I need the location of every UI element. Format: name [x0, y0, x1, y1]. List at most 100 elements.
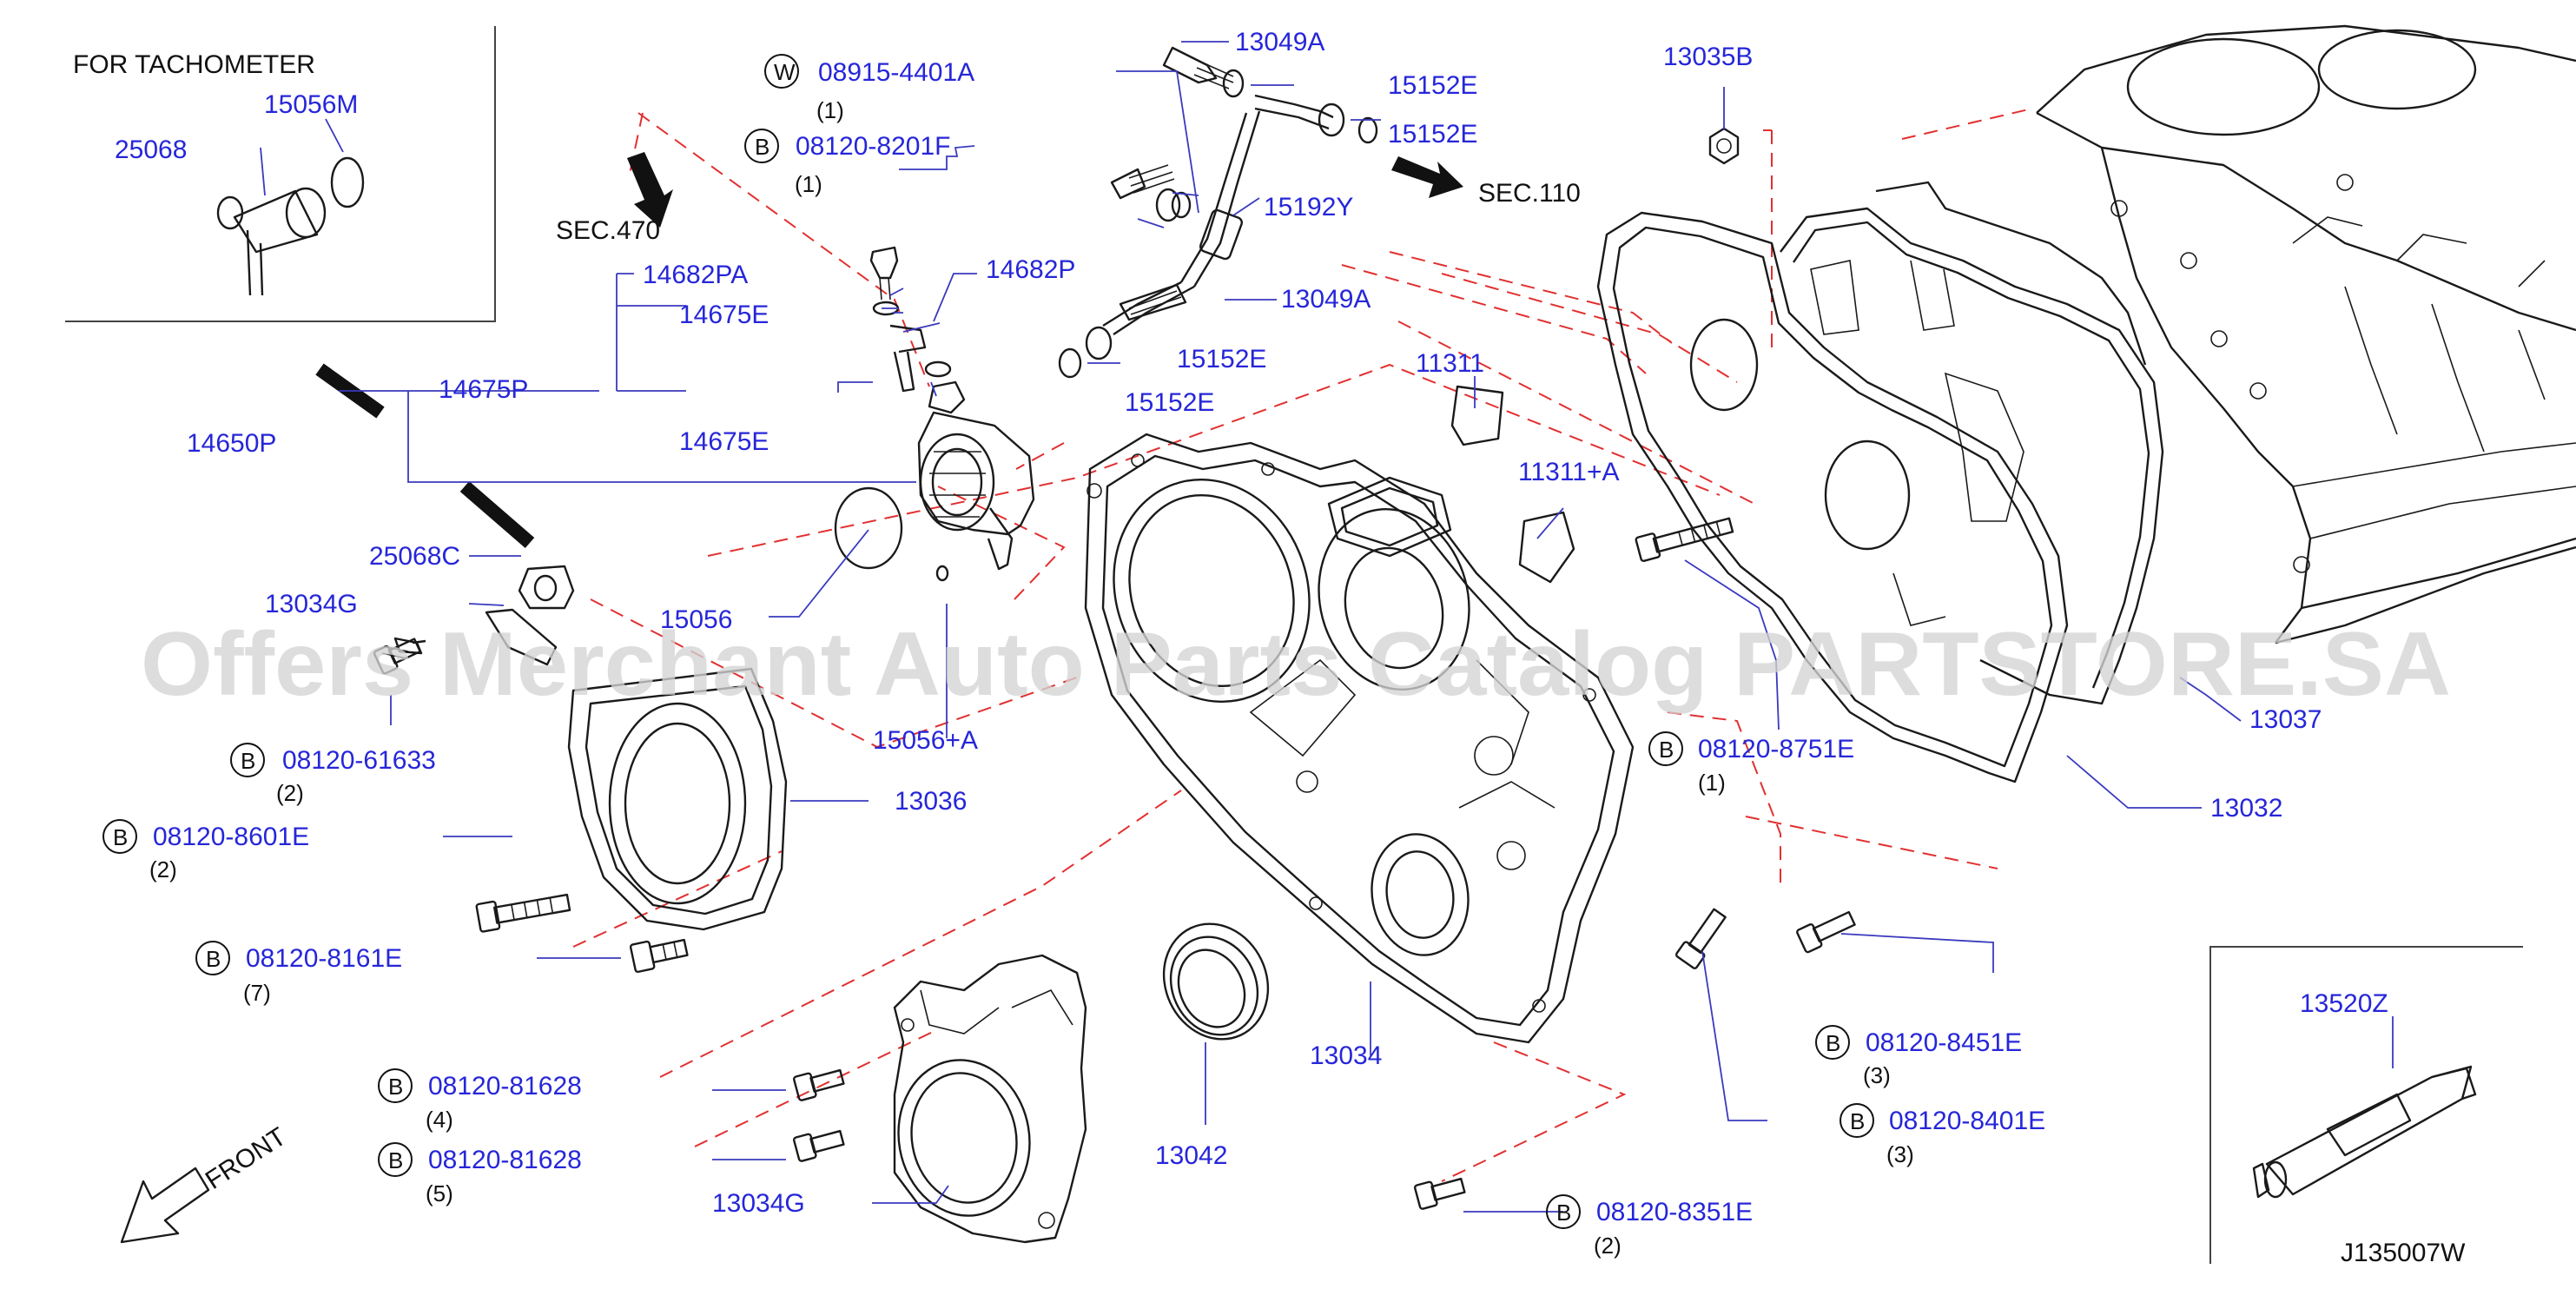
fastener-prefix: B [388, 1147, 403, 1173]
fastener-qty: (3) [1863, 1062, 1891, 1088]
label-13037[interactable]: 13037 [2249, 705, 2322, 734]
fastener-08120-61633[interactable]: B 08120-61633 (2) [230, 743, 436, 806]
fastener-08915-4401A[interactable]: W 08915-4401A (1) [764, 54, 974, 123]
leader-lines [339, 41, 2394, 1213]
part-labels: 13049A 15152E 15152E 15192Y 13049A 15152… [187, 28, 2388, 1218]
label-13034G-lower[interactable]: 13034G [712, 1189, 805, 1218]
label-13035B[interactable]: 13035B [1663, 43, 1753, 71]
fastener-qty: (1) [1698, 770, 1726, 796]
fastener-code: 08120-81628 [428, 1072, 582, 1101]
label-13049A-top[interactable]: 13049A [1235, 28, 1324, 56]
fastener-qty: (1) [816, 97, 844, 123]
front-arrow-icon [120, 1167, 210, 1244]
label-15152E-b[interactable]: 15152E [1388, 120, 1477, 149]
fastener-08120-81628-a[interactable]: B 08120-81628 (4) [378, 1068, 582, 1133]
label-13034G-upper[interactable]: 13034G [265, 590, 358, 618]
sec-470-label[interactable]: SEC.470 [556, 216, 660, 245]
label-13034[interactable]: 13034 [1310, 1041, 1382, 1070]
engine-block [2036, 24, 2576, 644]
label-14682PA[interactable]: 14682PA [643, 261, 748, 289]
lower-cover-13034g [893, 954, 1087, 1244]
label-13042[interactable]: 13042 [1155, 1141, 1227, 1170]
fastener-prefix: B [1850, 1108, 1865, 1134]
fastener-08120-8401E[interactable]: B 08120-8401E (3) [1840, 1103, 2045, 1167]
label-11311[interactable]: 11311 [1416, 349, 1484, 378]
label-13032[interactable]: 13032 [2210, 794, 2282, 823]
front-label: FRONT [201, 1122, 292, 1195]
label-14650P[interactable]: 14650P [187, 429, 276, 458]
fastener-qty: (5) [426, 1180, 453, 1206]
fastener-prefix: B [113, 824, 128, 850]
tachometer-inset: FOR TACHOMETER 25068 15056M [65, 26, 496, 322]
fastener-code: 08120-8451E [1866, 1028, 2022, 1057]
fastener-code: 08120-8351E [1596, 1198, 1753, 1226]
small-gaskets [1450, 385, 1575, 584]
label-15152E-a[interactable]: 15152E [1388, 71, 1477, 100]
fastener-08120-8751E[interactable]: B 08120-8751E (1) [1648, 731, 1854, 796]
fastener-qty: (1) [795, 171, 822, 197]
fastener-prefix: B [755, 134, 769, 160]
label-13520Z[interactable]: 13520Z [2300, 989, 2388, 1018]
oil-seal-13042 [1162, 922, 1270, 1041]
fastener-qty: (2) [1594, 1233, 1622, 1259]
front-indicator: FRONT [120, 1122, 292, 1244]
fastener-qty: (7) [243, 980, 271, 1006]
front-cover-13034 [1084, 433, 1635, 1044]
fastener-code: 08120-8201F [796, 132, 950, 161]
oil-tube-assembly [1058, 46, 1378, 379]
fastener-prefix: B [1556, 1200, 1571, 1226]
fastener-code: 08120-8401E [1889, 1107, 2045, 1135]
sealant-inset [2209, 946, 2523, 1264]
label-14675E-a[interactable]: 14675E [679, 301, 769, 329]
label-25068-inset[interactable]: 25068 [115, 136, 187, 164]
section-refs: SEC.470 SEC.110 [556, 152, 1581, 245]
arrow-icon [1391, 156, 1463, 198]
label-15152E-d[interactable]: 15152E [1125, 388, 1214, 417]
fastener-prefix: B [241, 748, 255, 774]
fastener-08120-8161E[interactable]: B 08120-8161E (7) [195, 941, 402, 1006]
label-15152E-c[interactable]: 15152E [1177, 345, 1266, 373]
fastener-code: 08120-61633 [282, 746, 436, 775]
fastener-prefix: B [1826, 1030, 1840, 1056]
fastener-08120-81628-b[interactable]: B 08120-81628 (5) [378, 1142, 582, 1206]
label-13049A-mid[interactable]: 13049A [1281, 285, 1371, 314]
label-15056M[interactable]: 15056M [264, 90, 358, 119]
label-14675P[interactable]: 14675P [439, 375, 528, 404]
label-14682P[interactable]: 14682P [986, 255, 1075, 284]
label-13036[interactable]: 13036 [895, 787, 967, 816]
fastener-code: 08120-8601E [153, 823, 309, 851]
pump-assembly [834, 246, 1035, 582]
fastener-qty: (2) [276, 780, 304, 806]
watermark: Offers Merchant Auto Parts Catalog PARTS… [141, 614, 2451, 715]
fastener-qty: (4) [426, 1107, 453, 1133]
fastener-code: 08120-81628 [428, 1146, 582, 1174]
bolts [373, 127, 1856, 1210]
drawing-id: J135007W [2341, 1239, 2466, 1267]
label-15192Y[interactable]: 15192Y [1264, 193, 1353, 221]
fastener-code: 08120-8161E [246, 944, 402, 973]
fastener-qty: (2) [149, 856, 177, 882]
label-15056[interactable]: 15056 [660, 605, 732, 634]
fastener-08120-8601E[interactable]: B 08120-8601E (2) [102, 819, 309, 882]
fastener-code: 08915-4401A [818, 58, 974, 87]
fastener-prefix: W [774, 59, 796, 85]
fastener-prefix: B [206, 946, 221, 972]
flange-parts [381, 565, 788, 931]
fastener-08120-8351E[interactable]: B 08120-8351E (2) [1546, 1194, 1753, 1259]
fastener-prefix: B [388, 1074, 403, 1100]
inset-title: FOR TACHOMETER [73, 50, 315, 79]
arrow-icon [627, 152, 673, 228]
fastener-08120-8451E[interactable]: B 08120-8451E (3) [1815, 1025, 2022, 1088]
fastener-08120-8201F[interactable]: B 08120-8201F (1) [744, 129, 950, 197]
label-15056A[interactable]: 15056+A [873, 726, 978, 755]
label-11311A[interactable]: 11311+A [1518, 458, 1620, 486]
fastener-qty: (3) [1886, 1141, 1914, 1167]
sec-110-label[interactable]: SEC.110 [1478, 179, 1581, 208]
fastener-callouts: W 08915-4401A (1) B 08120-8201F (1) B 08… [102, 54, 2045, 1259]
tacho-sensor-drawing [216, 156, 365, 296]
label-14675E-b[interactable]: 14675E [679, 427, 769, 456]
rear-plate-gaskets [1596, 181, 2164, 783]
fastener-prefix: B [1659, 737, 1674, 763]
label-25068C[interactable]: 25068C [369, 542, 460, 571]
